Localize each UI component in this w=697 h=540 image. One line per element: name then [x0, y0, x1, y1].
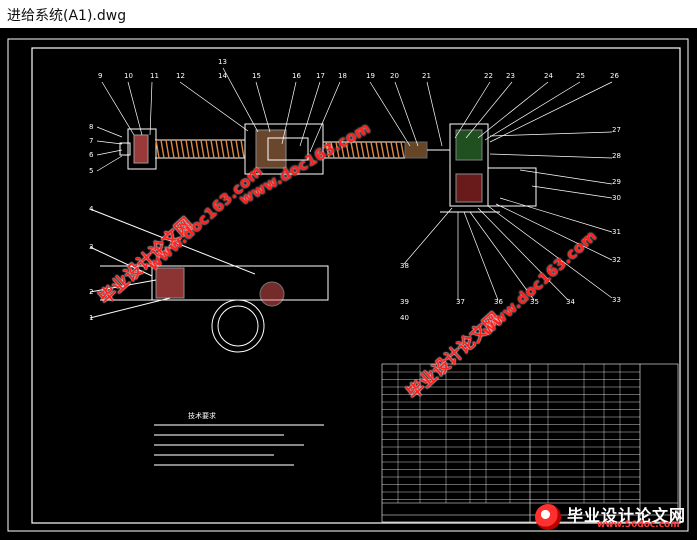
- callout-2: 2: [89, 288, 93, 296]
- callout-17: 17: [316, 72, 325, 80]
- callout-24: 24: [544, 72, 553, 80]
- callout-27: 27: [612, 126, 621, 134]
- left-bearing-block: [119, 128, 157, 170]
- brand-logo-icon: [535, 504, 561, 530]
- callout-36: 36: [494, 298, 503, 306]
- callout-4: 4: [89, 205, 94, 213]
- callout-34: 34: [566, 298, 575, 306]
- notes-title: 技术要求: [188, 411, 216, 420]
- callout-15: 15: [252, 72, 261, 80]
- coupling: [404, 141, 450, 159]
- ball-screw-thread-left: [155, 139, 245, 159]
- callout-20: 20: [390, 72, 399, 80]
- callout-1: 1: [89, 314, 93, 322]
- sheet-border-outer: [7, 38, 689, 532]
- callout-19: 19: [366, 72, 375, 80]
- callout-8: 8: [89, 123, 93, 131]
- parts-list-table: [381, 363, 679, 523]
- brand-logo: 毕业设计论文网 www.56doc.com: [531, 502, 691, 532]
- callout-6: 6: [89, 151, 94, 159]
- callout-22: 22: [484, 72, 493, 80]
- ball-screw-left: [155, 139, 245, 159]
- parts-list-rows: [382, 364, 640, 503]
- drawing-sheet: 技术要求 91011121314151617181920212223242526…: [7, 38, 689, 532]
- callout-18: 18: [338, 72, 347, 80]
- callout-35: 35: [530, 298, 539, 306]
- window-titlebar: 进给系统(A1).dwg: [0, 0, 697, 29]
- callout-23: 23: [506, 72, 515, 80]
- callout-9: 9: [98, 72, 102, 80]
- callout-30: 30: [612, 194, 621, 202]
- section-view: [89, 208, 329, 353]
- callout-25: 25: [576, 72, 585, 80]
- brand-name: 毕业设计论文网: [567, 506, 687, 525]
- callout-26: 26: [610, 72, 619, 80]
- gearbox: [440, 123, 537, 213]
- callout-38: 38: [400, 262, 409, 270]
- callout-21: 21: [422, 72, 431, 80]
- callout-31: 31: [612, 228, 621, 236]
- callout-11: 11: [150, 72, 159, 80]
- callout-12: 12: [176, 72, 185, 80]
- callout-40: 40: [400, 314, 409, 322]
- callout-3: 3: [89, 243, 93, 251]
- sheet-border-inner: [31, 47, 681, 524]
- callout-14: 14: [218, 72, 227, 80]
- technical-notes: 技术要求: [154, 411, 324, 466]
- callout-39: 39: [400, 298, 409, 306]
- callout-29: 29: [612, 178, 621, 186]
- ball-screw-thread-right: [325, 141, 405, 159]
- callout-10: 10: [124, 72, 133, 80]
- callout-13: 13: [218, 58, 227, 66]
- callout-16: 16: [292, 72, 301, 80]
- callout-32: 32: [612, 256, 621, 264]
- callout-7: 7: [89, 137, 93, 145]
- nut-housing: [244, 123, 324, 175]
- window-title: 进给系统(A1).dwg: [7, 8, 127, 24]
- callout-33: 33: [612, 296, 621, 304]
- callout-28: 28: [612, 152, 621, 160]
- callout-5: 5: [89, 167, 93, 175]
- brand-url: www.56doc.com: [597, 520, 680, 530]
- leader-lines: [96, 67, 613, 301]
- callout-37: 37: [456, 298, 465, 306]
